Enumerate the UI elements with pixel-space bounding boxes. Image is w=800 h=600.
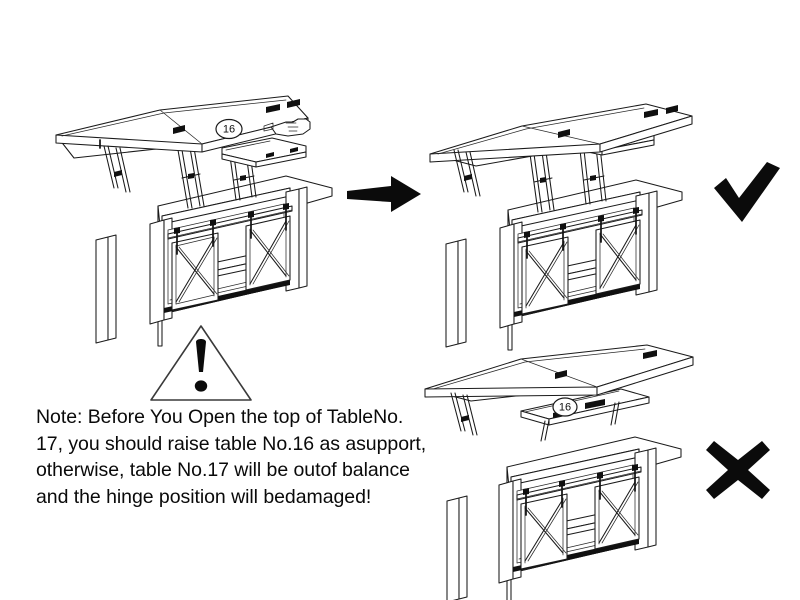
hand-pointer-icon: [263, 118, 311, 137]
warning-triangle-icon: [145, 322, 257, 404]
callout-16-text: 16: [223, 124, 235, 136]
note-line-2: 17, you should raise table No.16 as asup…: [36, 432, 427, 455]
callout-badge-16-wrong: 16: [552, 397, 578, 417]
panel-step2: [429, 88, 720, 351]
callout-16-wrong-text: 16: [559, 402, 571, 414]
note-line-3: otherwise, table No.17 will be outof bal…: [36, 459, 410, 481]
panel-wrong: 16: [424, 344, 720, 600]
check-mark-icon: [712, 160, 784, 226]
note-text-block: Note: Before You Open the top of TableNo…: [36, 404, 436, 510]
arrow-right-icon: [345, 172, 425, 216]
cross-mark-icon: [702, 437, 774, 503]
callout-badge-16: 16: [215, 118, 243, 140]
note-line-4: and the hinge position will bedamaged!: [36, 485, 372, 508]
panel-step1: 16: [40, 88, 340, 347]
note-line-1: Note: Before You Open the top of TableNo…: [36, 406, 404, 428]
